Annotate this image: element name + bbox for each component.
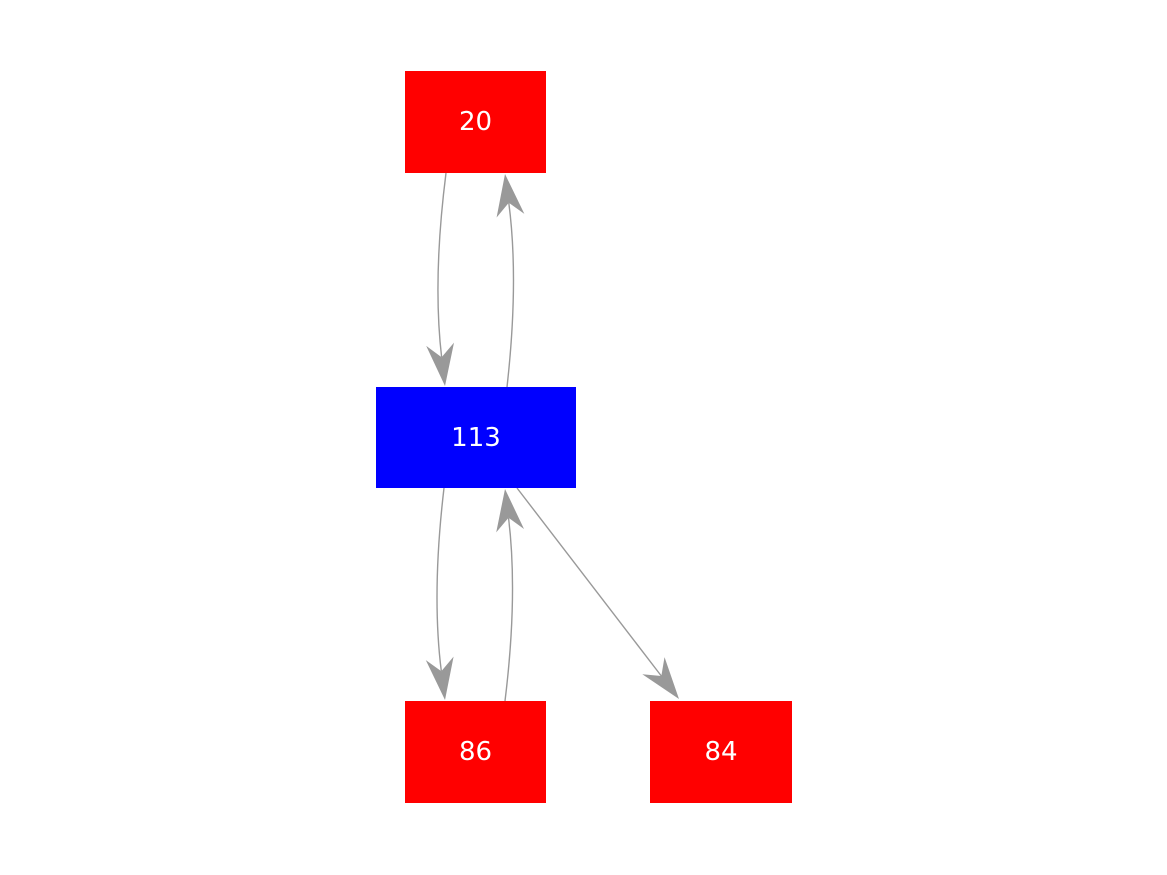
arrowhead-113-to-20 xyxy=(496,174,525,218)
node-label: 20 xyxy=(458,107,493,137)
arrowhead-20-to-113 xyxy=(426,342,455,386)
edge-86-to-113 xyxy=(504,517,514,702)
node-86: 86 xyxy=(405,701,546,803)
node-label: 113 xyxy=(451,422,501,453)
node-label: 84 xyxy=(704,737,738,767)
node-label: 86 xyxy=(458,737,493,767)
node-113: 113 xyxy=(376,387,576,488)
edge-113-to-84 xyxy=(516,487,662,677)
edge-20-to-113 xyxy=(437,172,447,358)
arrowhead-86-to-113 xyxy=(496,489,525,533)
edge-113-to-86 xyxy=(436,487,445,672)
arrowhead-113-to-84 xyxy=(642,657,679,699)
node-20: 20 xyxy=(405,71,546,173)
arrowhead-113-to-86 xyxy=(425,656,454,700)
edge-113-to-20 xyxy=(506,202,515,388)
node-84: 84 xyxy=(650,701,792,803)
